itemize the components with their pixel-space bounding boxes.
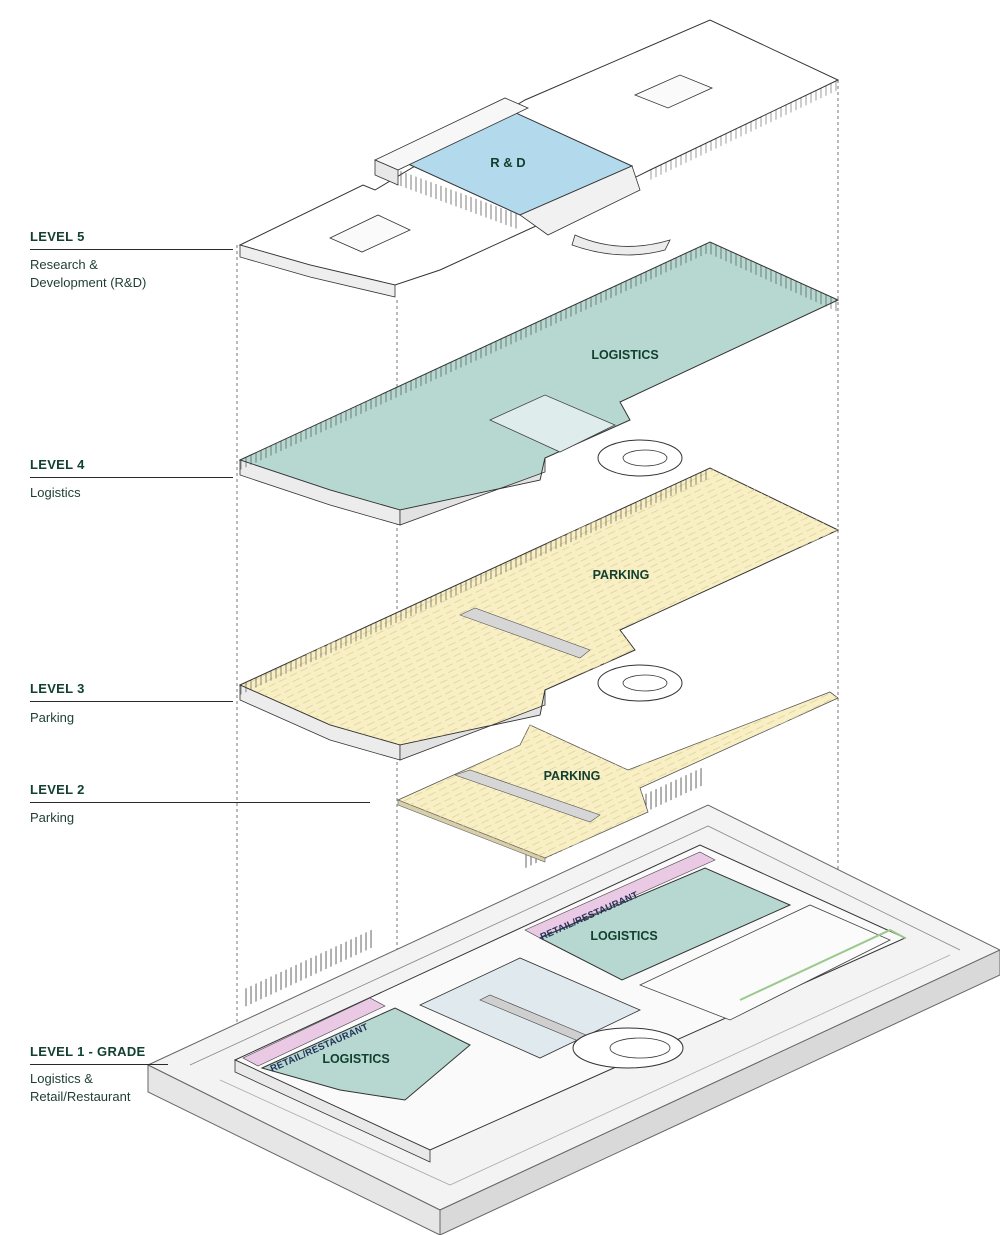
level3-title: LEVEL 3 [30, 681, 85, 696]
level4-title: LEVEL 4 [30, 457, 85, 472]
level4-description: Logistics [30, 485, 81, 500]
level3-leader-line [30, 701, 233, 702]
zone-label-logistics-l1-west: LOGISTICS [322, 1052, 389, 1066]
zone-label-logistics-l4: LOGISTICS [591, 348, 658, 362]
level1-description: Logistics & Retail/Restaurant [30, 1071, 131, 1104]
level2-title: LEVEL 2 [30, 782, 85, 797]
level1-title: LEVEL 1 - GRADE [30, 1044, 146, 1059]
level5-title: LEVEL 5 [30, 229, 85, 244]
level5-roof-and-rd [238, 19, 840, 298]
level2-leader-line [30, 802, 370, 803]
logistics-east-floor [538, 867, 792, 981]
zone-label-parking-l3: PARKING [593, 568, 650, 582]
retail-strip-west [242, 997, 386, 1067]
level2-description: Parking [30, 810, 75, 825]
retail-strip-east [524, 851, 716, 939]
level3-description: Parking [30, 710, 75, 725]
level1-leader-line [30, 1064, 168, 1065]
level1-site-block [146, 766, 1000, 1235]
level4-leader-line [30, 477, 233, 478]
level3-floorplate [238, 467, 840, 761]
zone-label-parking-l2: PARKING [544, 769, 601, 783]
zone-label-logistics-l1-east: LOGISTICS [590, 929, 657, 943]
level5-description: Research & Development (R&D) [30, 257, 147, 290]
logistics-west-floor [260, 1007, 471, 1101]
level4-floorplate [238, 241, 840, 526]
zone-label-rd: R & D [490, 155, 525, 170]
level5-leader-line [30, 249, 233, 250]
level2-floorplate [396, 691, 839, 863]
